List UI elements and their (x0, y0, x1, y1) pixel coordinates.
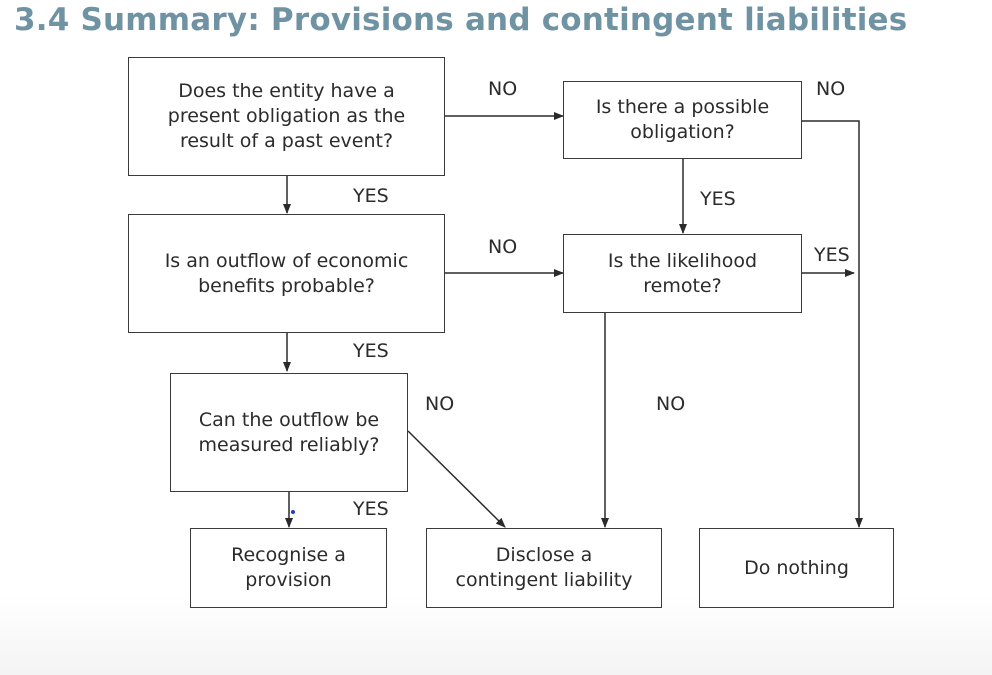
node-present-obligation: Does the entity have a present obligatio… (128, 57, 445, 176)
label-possible-no: NO (816, 78, 846, 100)
label-measured-no: NO (425, 393, 455, 415)
label-measured-yes: YES (353, 498, 389, 520)
node-do-nothing: Do nothing (699, 528, 894, 608)
label-remote-yes: YES (814, 244, 850, 266)
slide-title: 3.4 Summary: Provisions and contingent l… (14, 2, 908, 38)
node-measured-reliably: Can the outflow be measured reliably? (170, 373, 408, 492)
node-disclose-contingent-liability: Disclose a contingent liability (426, 528, 662, 608)
edge-measured-to-disclose (407, 430, 506, 528)
label-outflow-no: NO (488, 236, 518, 258)
edge-possible-to-do-nothing (802, 120, 863, 528)
node-likelihood-remote: Is the likelihood remote? (563, 234, 802, 313)
node-recognise-provision: Recognise a provision (190, 528, 387, 608)
node-possible-obligation: Is there a possible obligation? (563, 81, 802, 159)
label-possible-yes: YES (700, 188, 736, 210)
node-outflow-probable: Is an outflow of economic benefits proba… (128, 214, 445, 333)
label-present-yes: YES (353, 185, 389, 207)
cursor-dot (291, 510, 295, 514)
label-outflow-yes: YES (353, 340, 389, 362)
label-remote-no: NO (656, 393, 686, 415)
label-present-no: NO (488, 78, 518, 100)
